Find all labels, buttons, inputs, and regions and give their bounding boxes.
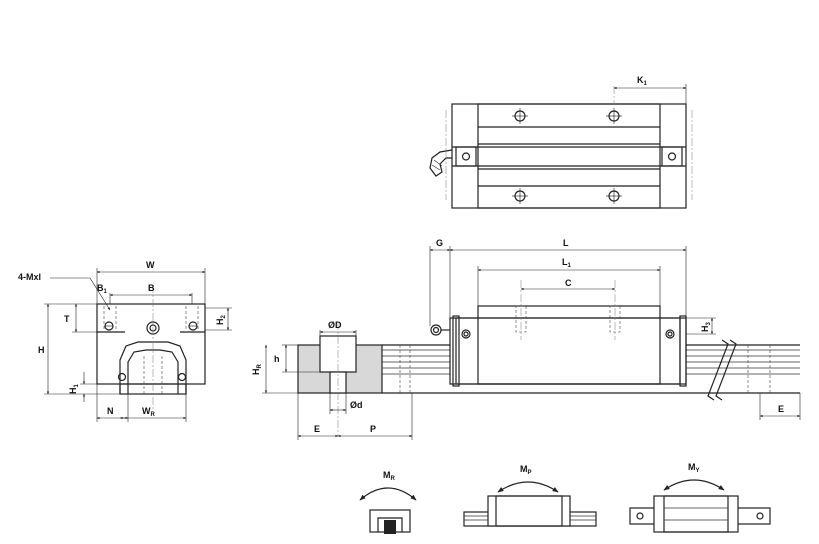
mp-label: MP — [520, 464, 532, 476]
h-label: H — [38, 345, 45, 355]
od-small-label: Ød — [350, 400, 363, 410]
h1-label: H1 — [68, 384, 80, 395]
top-hole-2 — [606, 108, 622, 124]
b-label: B — [148, 283, 155, 293]
h2-label: H2 — [215, 315, 227, 326]
top-hole-4 — [606, 188, 622, 204]
h3-label: H3 — [700, 322, 712, 333]
od-large-label: ØD — [328, 320, 342, 330]
h-small-label: h — [274, 354, 280, 364]
l-label: L — [563, 238, 569, 248]
mxl-label: 4-Mxl — [18, 272, 41, 282]
top-hole-3 — [512, 188, 528, 204]
side-view: G L L1 C H3 ØD h HR Ød — [251, 238, 801, 440]
n-label: N — [107, 406, 114, 416]
end-bolt-left — [104, 321, 114, 331]
g-label: G — [436, 238, 443, 248]
l1-label: L1 — [562, 257, 572, 269]
b1-label: B1 — [97, 283, 108, 295]
moment-my-icon: MY — [629, 462, 771, 533]
moment-mr-icon: MR — [359, 470, 417, 534]
my-label: MY — [688, 462, 700, 474]
end-view: W B B1 4-Mxl H T H1 H2 N — [18, 260, 232, 422]
top-view: K1 — [429, 75, 693, 209]
c-label: C — [565, 278, 572, 288]
e-right-label: E — [778, 404, 784, 414]
top-hole-1 — [512, 108, 528, 124]
grease-nipple-top — [429, 149, 453, 177]
wr-label: WR — [142, 406, 156, 418]
end-bolt-right — [188, 321, 198, 331]
t-label: T — [64, 314, 70, 324]
p-label: P — [370, 424, 376, 434]
mr-label: MR — [383, 470, 396, 482]
hr-label: HR — [251, 364, 263, 376]
k1-label: K1 — [637, 75, 648, 87]
e-left-label: E — [314, 424, 320, 434]
w-label: W — [146, 260, 155, 270]
moment-mp-icon: MP — [463, 464, 597, 527]
